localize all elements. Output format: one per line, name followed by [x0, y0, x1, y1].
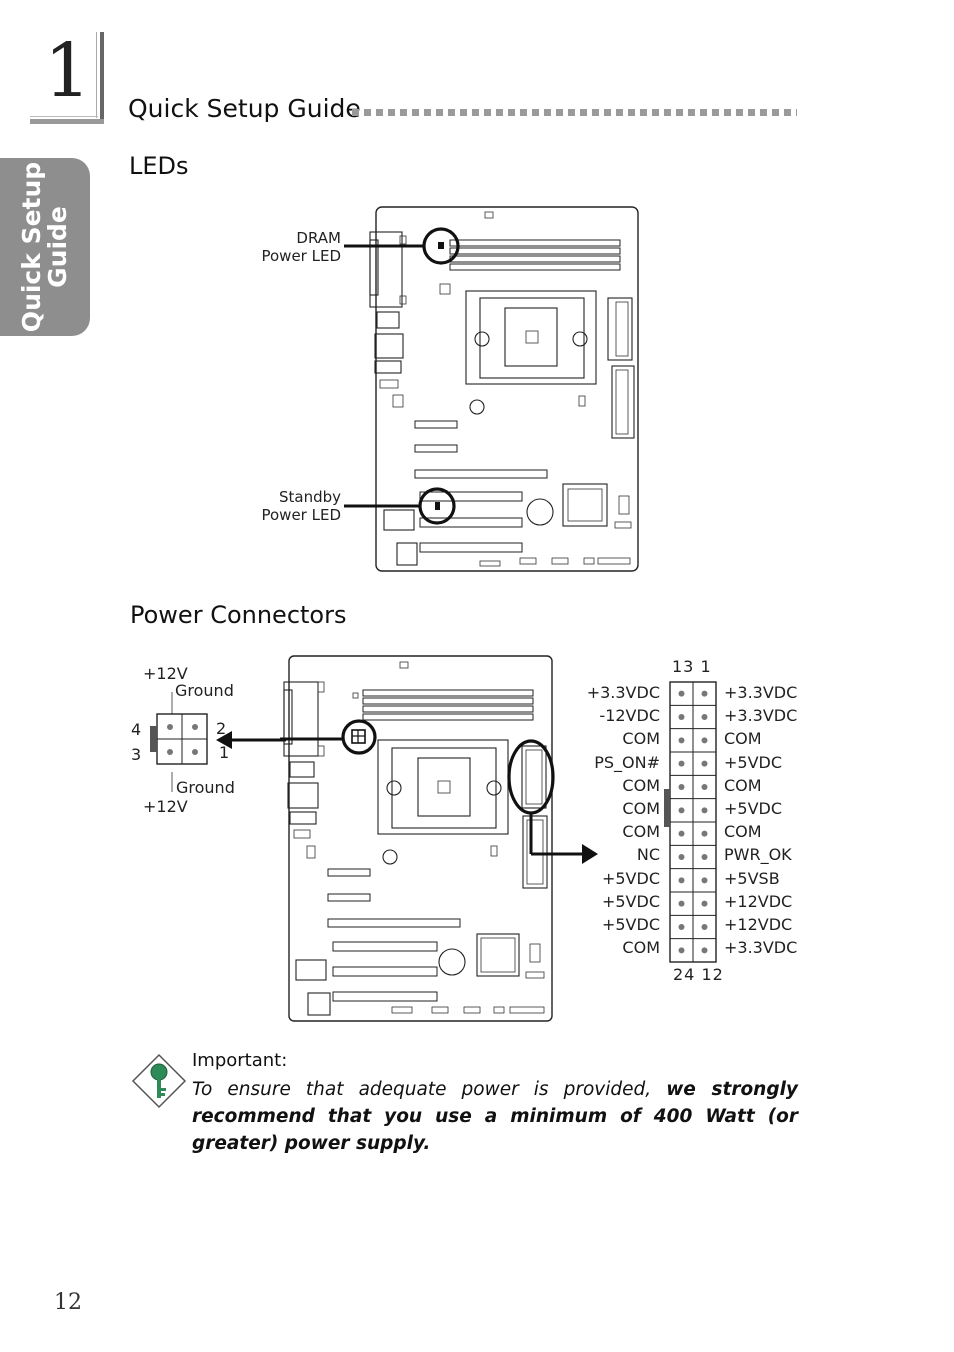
atx24-pin [701, 807, 708, 814]
atx24-left-label: PS_ON# [594, 752, 660, 772]
atx12v-top-volt: +12V [143, 664, 188, 683]
atx24-left-label: COM [622, 822, 660, 842]
atx24-pin [678, 690, 685, 697]
atx24-pin [701, 854, 708, 860]
atx24-right-label: +12VDC [724, 914, 793, 934]
side-tab [0, 158, 90, 336]
atx24-right-label: COM [724, 822, 762, 842]
atx24-right-label: +12VDC [724, 891, 793, 911]
atx24-pin [701, 714, 708, 720]
atx12v-pin3: 3 [131, 745, 142, 764]
chapter-number: 1 [44, 28, 92, 114]
atx24-left-label: NC [636, 845, 660, 865]
dram-led-label: DRAM Power LED [261, 229, 341, 265]
atx12v-top-ground: Ground [175, 681, 234, 700]
atx24-left-label: COM [622, 798, 660, 818]
atx24-connector-diagram [664, 681, 717, 963]
atx24-pin [701, 830, 708, 837]
atx24-pin [678, 714, 685, 720]
atx24-left-labels: +3.3VDC -12VDC COM PS_ON# COM COM COM NC… [560, 683, 660, 961]
atx24-pin [678, 924, 685, 930]
atx12v-pin4: 4 [131, 720, 142, 739]
key-icon [131, 1053, 187, 1109]
atx24-left-label: +5VDC [601, 868, 660, 888]
atx24-pin [678, 877, 685, 884]
atx24-pin [701, 900, 708, 907]
atx24-pin [701, 690, 708, 697]
atx24-right-label: +5VSB [724, 868, 780, 888]
leds-heading: LEDs [129, 152, 189, 180]
atx24-pin [678, 760, 685, 767]
chapter-box-rule [100, 32, 104, 120]
page-title: Quick Setup Guide [128, 94, 361, 123]
atx24-right-label: +3.3VDC [724, 683, 798, 702]
atx24-pin [678, 737, 685, 744]
atx24-left-label: +3.3VDC [586, 683, 660, 702]
atx24-pin [701, 877, 708, 884]
atx24-left-label: +5VDC [601, 914, 660, 934]
atx24-top-numbers: 13 1 [672, 657, 712, 676]
chapter-box-rule [30, 119, 104, 124]
atx24-pin [701, 924, 708, 930]
atx24-right-label: COM [724, 729, 762, 749]
atx24-right-labels: +3.3VDC +3.3VDC COM +5VDC COM +5VDC COM … [724, 683, 824, 961]
important-note-body: To ensure that adequate power is provide… [192, 1079, 798, 1154]
atx24-pin [701, 737, 708, 744]
atx24-pin [701, 947, 708, 954]
atx24-right-label: +5VDC [724, 752, 783, 772]
atx24-pin [701, 784, 708, 790]
motherboard-diagram-leds [344, 206, 639, 572]
power-connectors-heading: Power Connectors [130, 601, 347, 629]
atx24-pin [701, 760, 708, 767]
atx24-right-label: +3.3VDC [724, 938, 798, 958]
atx12v-pin1: 1 [219, 743, 230, 762]
standby-led-label: Standby Power LED [261, 488, 341, 524]
atx12v-bottom-volt: +12V [143, 797, 188, 816]
atx24-right-label: COM [724, 775, 762, 795]
atx24-left-label: COM [622, 775, 660, 795]
atx24-left-label: +5VDC [601, 891, 660, 911]
atx24-left-label: COM [622, 729, 660, 749]
atx24-pin [678, 784, 685, 790]
atx12v-bottom-ground: Ground [176, 778, 235, 797]
atx24-pin [678, 900, 685, 907]
chapter-box-rule [30, 116, 98, 117]
atx24-left-label: -12VDC [599, 706, 660, 726]
atx24-pin [678, 807, 685, 814]
atx24-pin [678, 947, 685, 954]
atx24-pin [678, 830, 685, 837]
atx24-right-label: +5VDC [724, 798, 783, 818]
side-tab-label: Quick Setup Guide [17, 161, 72, 333]
atx24-bottom-numbers: 24 12 [673, 965, 724, 984]
atx24-right-label: +3.3VDC [724, 706, 798, 726]
atx24-pin [678, 854, 685, 860]
page-number: 12 [54, 1290, 82, 1315]
atx24-left-label: COM [622, 938, 660, 958]
important-note-title: Important: [192, 1050, 288, 1071]
chapter-box-rule [96, 32, 97, 118]
title-dotted-rule [352, 109, 797, 116]
motherboard-diagram-power [280, 655, 598, 1022]
atx12v-pin2: 2 [216, 719, 227, 738]
atx12v-connector-diagram [150, 692, 286, 792]
atx24-right-label: PWR_OK [724, 845, 792, 865]
